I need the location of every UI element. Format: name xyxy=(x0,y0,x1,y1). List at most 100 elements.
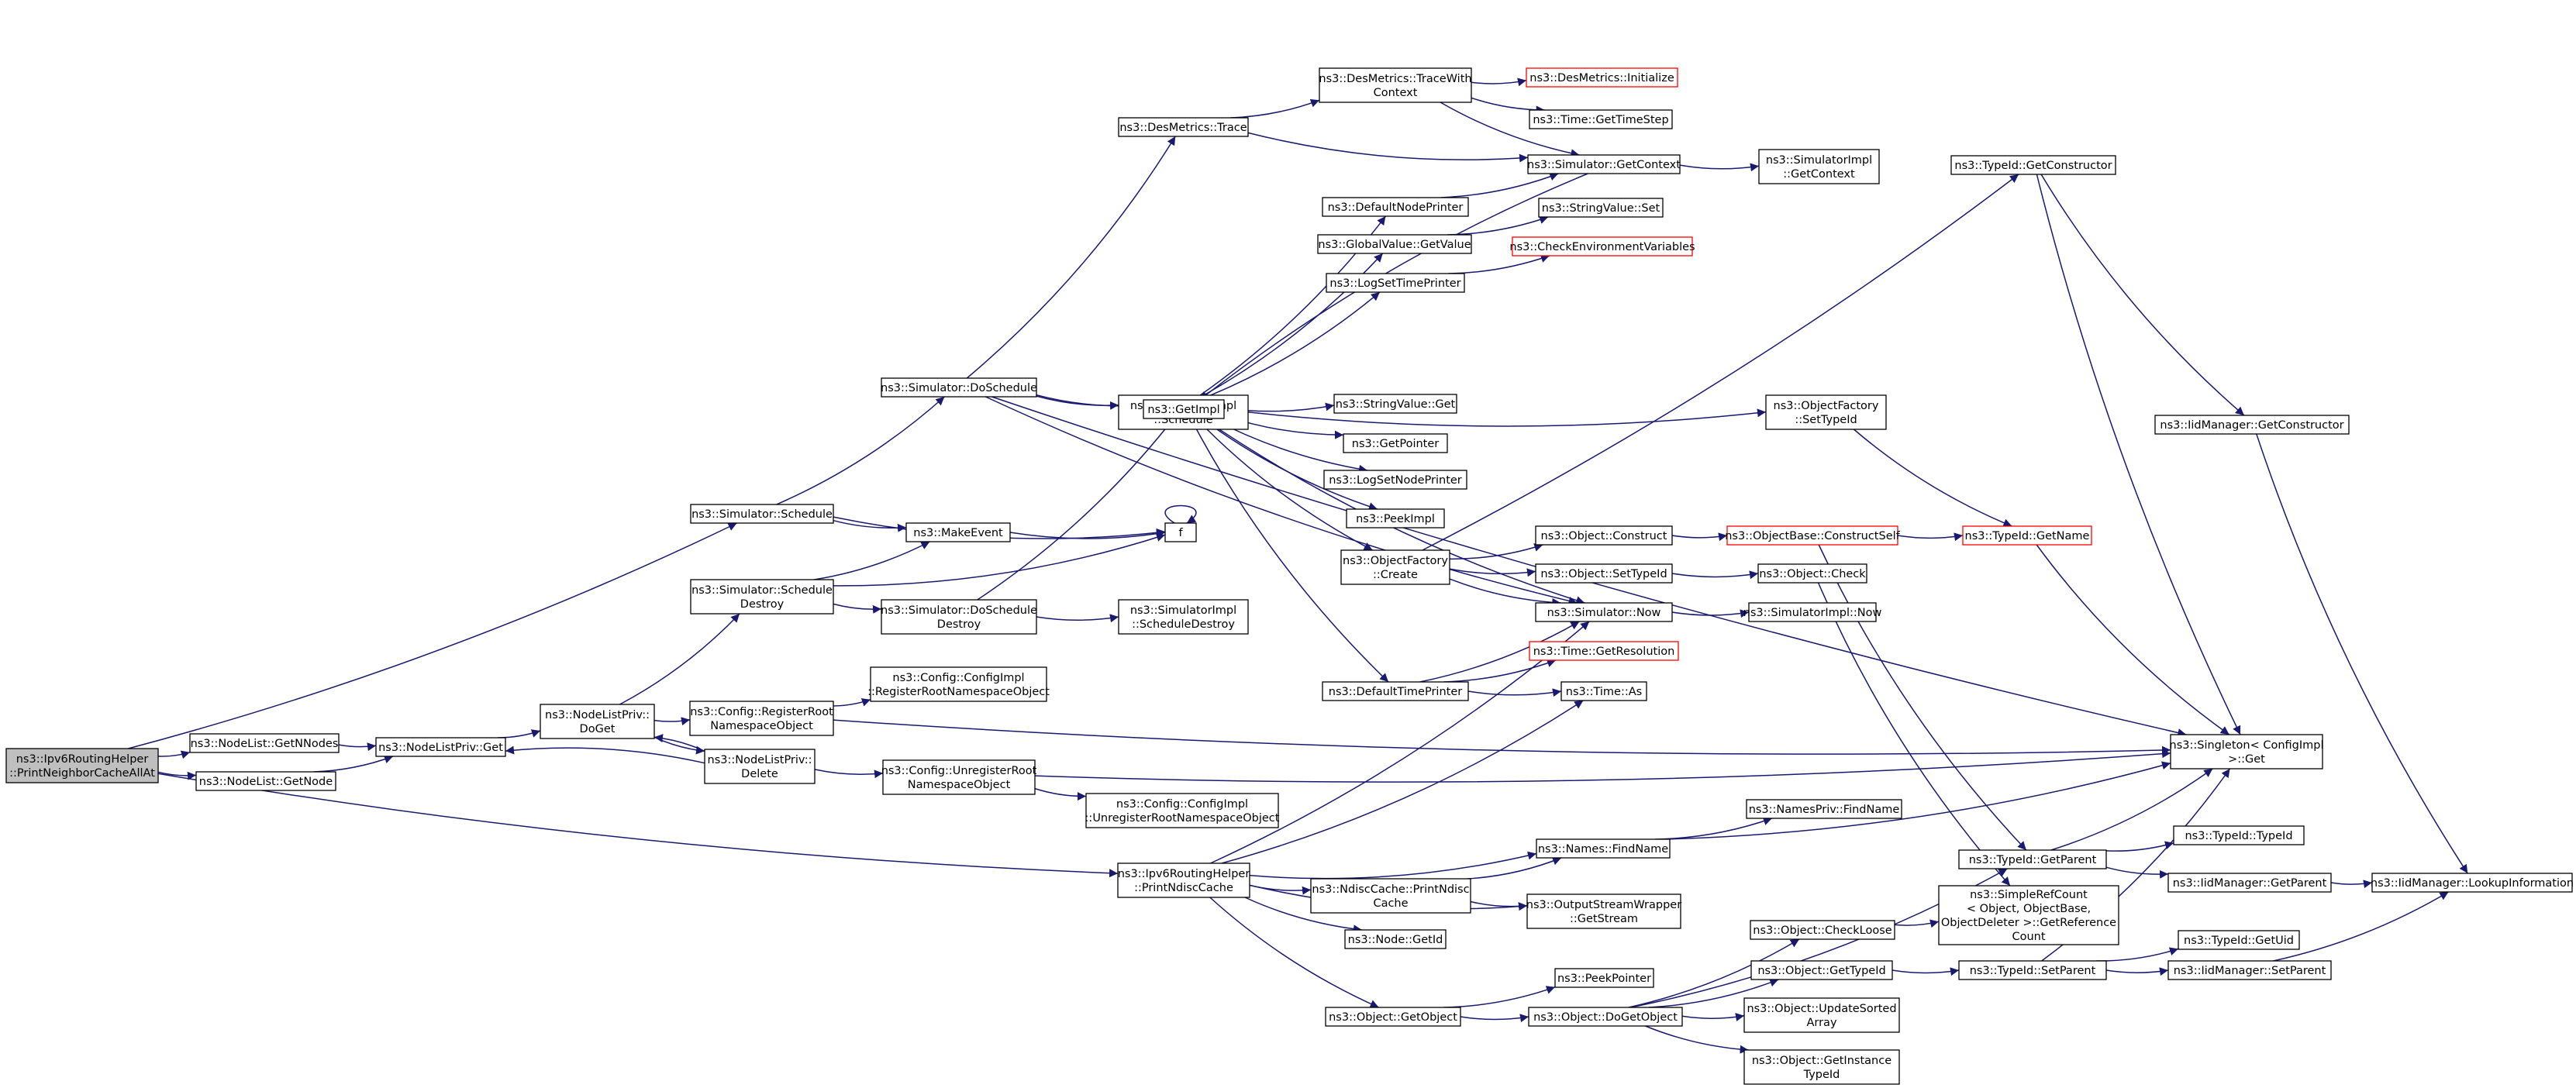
edge-ndiscprint-to-oswgetstream xyxy=(1470,900,1528,911)
node-namesfind[interactable]: ns3::Names::FindName xyxy=(1536,838,1671,859)
node-logsetnodeprinter[interactable]: ns3::LogSetNodePrinter xyxy=(1323,470,1467,490)
node-del[interactable]: ns3::NodeListPriv::Delete xyxy=(704,749,816,784)
node-unregroot[interactable]: ns3::Config::UnregisterRootNamespaceObje… xyxy=(881,759,1037,795)
node-iidgetctor[interactable]: ns3::IidManager::GetConstructor xyxy=(2154,415,2350,435)
node-box xyxy=(2154,415,2350,435)
edge-root-to-getnode xyxy=(157,771,197,780)
node-box xyxy=(1765,394,1887,430)
node-simimplgetctx[interactable]: ns3::SimulatorImpl::GetContext xyxy=(1758,149,1880,184)
node-gettimestep[interactable]: ns3::Time::GetTimeStep xyxy=(1529,109,1673,129)
node-label: ns3::Simulator::Schedule xyxy=(691,584,833,597)
node-objbaseconstruct[interactable]: ns3::ObjectBase::ConstructSelf xyxy=(1725,525,1901,546)
node-checkloose[interactable]: ns3::Object::CheckLoose xyxy=(1750,920,1895,940)
node-deftimeprinter[interactable]: ns3::DefaultTimePrinter xyxy=(1322,681,1469,701)
edge xyxy=(505,745,705,764)
node-label: ns3::Simulator::DoSchedule xyxy=(881,604,1037,617)
edge-nlpget-to-doget xyxy=(497,729,541,739)
node-typeidgetparent[interactable]: ns3::TypeId::GetParent xyxy=(1958,849,2107,869)
node-simplerefcount[interactable]: ns3::SimpleRefCount< Object, ObjectBase,… xyxy=(1938,885,2119,945)
node-simnow[interactable]: ns3::Simulator::Now xyxy=(1535,602,1673,622)
node-iidlookup[interactable]: ns3::IidManager::LookupInformation xyxy=(2371,873,2574,893)
node-timegetres[interactable]: ns3::Time::GetResolution xyxy=(1529,641,1679,661)
node-simimplnow[interactable]: ns3::SimulatorImpl::Now xyxy=(1743,602,1882,622)
node-label: ::SetTypeId xyxy=(1795,414,1857,426)
node-typeidgetctor[interactable]: ns3::TypeId::GetConstructor xyxy=(1950,155,2116,175)
edge xyxy=(833,533,1166,587)
edge xyxy=(1034,787,1087,801)
node-schedestroy[interactable]: ns3::Simulator::ScheduleDestroy xyxy=(690,579,834,615)
node-label: ns3::StringValue::Get xyxy=(1336,398,1456,411)
node-timeas[interactable]: ns3::Time::As xyxy=(1560,681,1647,701)
node-label: ns3::IidManager::GetParent xyxy=(2173,877,2327,890)
node-oswgetstream[interactable]: ns3::OutputStreamWrapper::GetStream xyxy=(1526,893,1681,929)
node-typeidgetname[interactable]: ns3::TypeId::GetName xyxy=(1962,525,2092,546)
node-schedule[interactable]: ns3::Simulator::Schedule xyxy=(690,504,834,524)
node-nodegetid[interactable]: ns3::Node::GetId xyxy=(1344,929,1447,949)
edge xyxy=(966,136,1176,379)
node-box xyxy=(540,704,655,739)
node-objconstruct[interactable]: ns3::Object::Construct xyxy=(1535,525,1673,546)
node-objsettypeid[interactable]: ns3::Object::SetTypeId xyxy=(1535,563,1673,584)
node-cfgunreg[interactable]: ns3::Config::ConfigImpl::UnregisterRootN… xyxy=(1085,793,1280,828)
node-root[interactable]: ns3::Ipv6RoutingHelper::PrintNeighborCac… xyxy=(5,748,159,783)
edge-typeidgetctor-to-singleton xyxy=(2036,174,2241,735)
node-label: < Object, ObjectBase, xyxy=(1967,903,2091,915)
node-logsettimeprinter[interactable]: ns3::LogSetTimePrinter xyxy=(1326,273,1465,293)
node-label: ::PrintNdiscCache xyxy=(1134,882,1233,894)
edge-printndisc-to-namesfind xyxy=(1249,851,1537,880)
node-regroot[interactable]: ns3::Config::RegisterRootNamespaceObject xyxy=(689,701,834,736)
node-desminit[interactable]: ns3::DesMetrics::Initialize xyxy=(1526,67,1678,88)
node-label: ns3::IidManager::SetParent xyxy=(2174,965,2326,977)
node-label: ns3::Object::Construct xyxy=(1541,530,1667,542)
node-doget[interactable]: ns3::NodeListPriv::DoGet xyxy=(540,704,655,739)
node-stringvalueset[interactable]: ns3::StringValue::Set xyxy=(1538,198,1664,218)
node-namesprivfind[interactable]: ns3::NamesPriv::FindName xyxy=(1746,799,1902,819)
edge xyxy=(1897,532,1964,542)
node-getnode[interactable]: ns3::NodeList::GetNode xyxy=(195,771,336,791)
node-iidsetparent[interactable]: ns3::IidManager::SetParent xyxy=(2167,960,2332,980)
node-stringvalueget[interactable]: ns3::StringValue::Get xyxy=(1333,394,1457,414)
node-simgetctx[interactable]: ns3::Simulator::GetContext xyxy=(1527,154,1681,174)
node-defnodeprinter[interactable]: ns3::DefaultNodePrinter xyxy=(1322,197,1469,217)
node-typeidsetparent[interactable]: ns3::TypeId::SetParent xyxy=(1958,960,2107,980)
node-dogetobject[interactable]: ns3::Object::DoGetObject xyxy=(1528,1007,1683,1027)
edge xyxy=(1664,761,2171,840)
node-objgetobject[interactable]: ns3::Object::GetObject xyxy=(1325,1007,1461,1027)
node-objgettypeid[interactable]: ns3::Object::GetTypeId xyxy=(1750,960,1893,980)
node-objcheck[interactable]: ns3::Object::Check xyxy=(1757,563,1867,584)
node-box xyxy=(1340,549,1450,585)
node-ofcreate[interactable]: ns3::ObjectFactory::Create xyxy=(1340,549,1450,585)
node-typeidtypeid[interactable]: ns3::TypeId::TypeId xyxy=(2173,825,2305,845)
node-nlpget[interactable]: ns3::NodeListPriv::Get xyxy=(375,737,506,757)
node-iidgetparent[interactable]: ns3::IidManager::GetParent xyxy=(2167,873,2332,893)
node-singleton[interactable]: ns3::Singleton< ConfigImpl >::Get xyxy=(2170,734,2324,770)
node-cfgreg[interactable]: ns3::Config::ConfigImpl::RegisterRootNam… xyxy=(867,666,1050,702)
node-getpointer[interactable]: ns3::GetPointer xyxy=(1343,433,1448,453)
edge xyxy=(1853,429,2012,527)
node-gvgetvalue[interactable]: ns3::GlobalValue::GetValue xyxy=(1317,234,1472,254)
node-box xyxy=(1962,525,2092,546)
node-label: f xyxy=(1178,527,1183,539)
edge-doscheddestroy-to-getimpl xyxy=(977,418,1174,601)
node-f[interactable]: f xyxy=(1164,522,1197,542)
node-printndisc[interactable]: ns3::Ipv6RoutingHelper::PrintNdiscCache xyxy=(1117,862,1250,898)
node-peekpointer[interactable]: ns3::PeekPointer xyxy=(1554,968,1654,988)
node-makeevent[interactable]: ns3::MakeEvent xyxy=(905,522,1011,542)
node-doschedule[interactable]: ns3::Simulator::DoSchedule xyxy=(881,377,1037,398)
node-getnnodes[interactable]: ns3::NodeList::GetNNodes xyxy=(189,733,340,753)
node-label: ns3::Object::DoGetObject xyxy=(1533,1011,1678,1024)
node-ofsettypeid[interactable]: ns3::ObjectFactory::SetTypeId xyxy=(1765,394,1887,430)
node-typeidgetuid[interactable]: ns3::TypeId::GetUid xyxy=(2178,930,2300,950)
node-desmtrace[interactable]: ns3::DesMetrics::Trace xyxy=(1118,117,1249,137)
node-ndiscprint[interactable]: ns3::NdiscCache::PrintNdiscCache xyxy=(1310,878,1471,914)
edge xyxy=(313,755,394,773)
node-peekimpl[interactable]: ns3::PeekImpl xyxy=(1346,508,1445,529)
node-simimplscheddestroy[interactable]: ns3::SimulatorImpl::ScheduleDestroy xyxy=(1118,599,1249,635)
edge xyxy=(157,750,191,759)
node-checkenv[interactable]: ns3::CheckEnvironmentVariables xyxy=(1509,236,1695,257)
node-getimpl[interactable]: ns3::GetImpl xyxy=(1143,399,1225,419)
